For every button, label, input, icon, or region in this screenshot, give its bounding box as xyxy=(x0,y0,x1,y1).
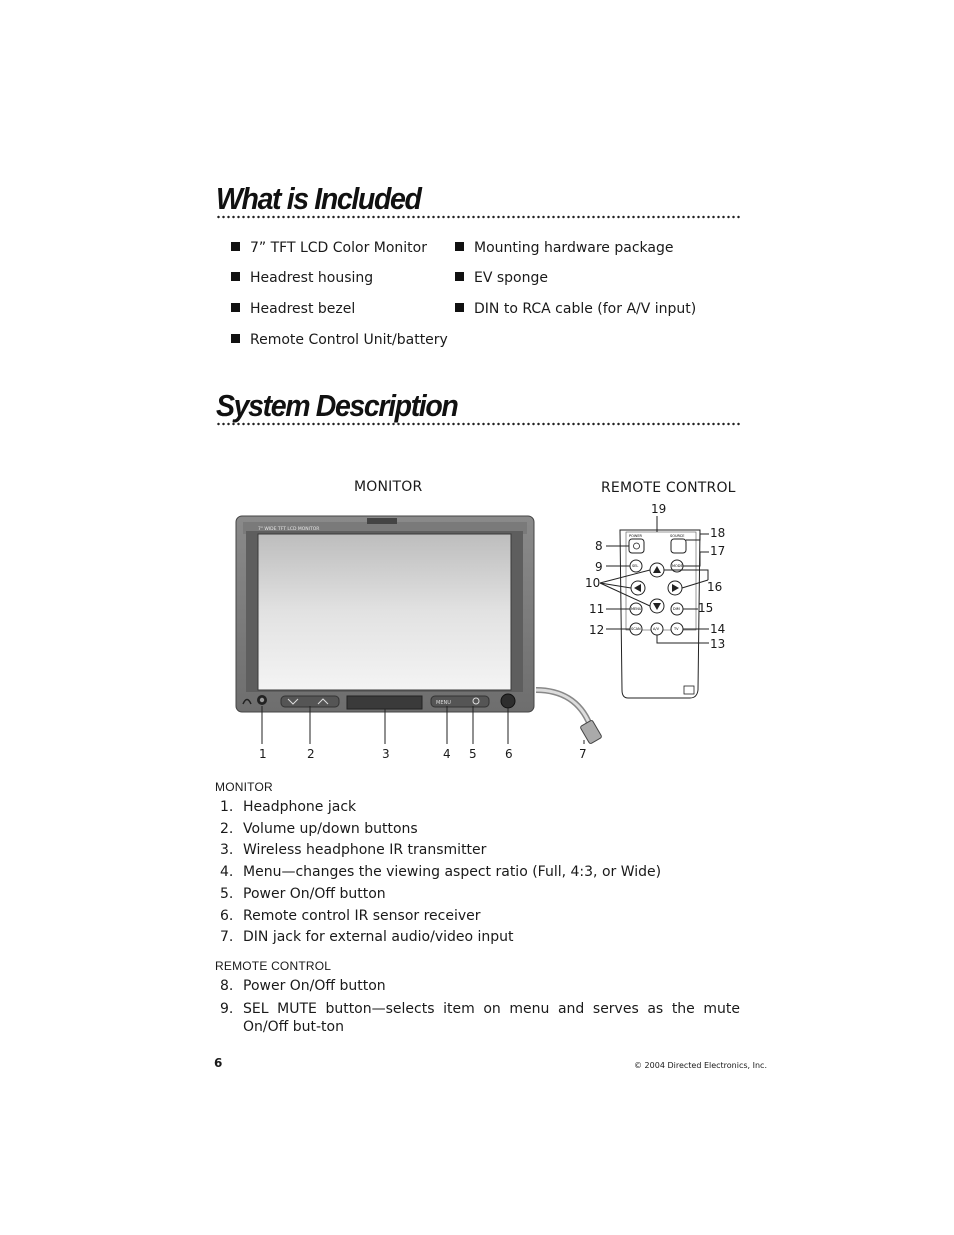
included-item: 7” TFT LCD Color Monitor xyxy=(231,239,427,257)
list-item: 4.Menu—changes the viewing aspect ratio … xyxy=(220,864,662,881)
included-item: Mounting hardware package xyxy=(455,239,673,257)
remote-key-text: SOURCE xyxy=(670,534,684,538)
list-item: 1.Headphone jack xyxy=(220,799,357,815)
list-item: 5.Power On/Off button xyxy=(220,885,386,902)
callout-12: 12 xyxy=(589,623,605,637)
remote-key-text: MODE xyxy=(672,564,683,568)
callout-13: 13 xyxy=(710,637,726,651)
monitor-label: MONITOR xyxy=(354,479,423,495)
callout-15: 15 xyxy=(698,601,714,615)
callout-16: 16 xyxy=(707,580,723,594)
callout-1: 1 xyxy=(259,747,267,761)
remote-key-text: POWER xyxy=(629,534,643,538)
bullet-square-icon xyxy=(231,272,240,281)
callout-3: 3 xyxy=(382,747,390,761)
callout-7: 7 xyxy=(579,747,587,761)
list-item: 6.Remote control IR sensor receiver xyxy=(220,907,481,924)
section-title-included: What is Included xyxy=(216,181,422,216)
list-item: 2.Volume up/down buttons xyxy=(220,820,418,837)
remote-key-text: MENU xyxy=(631,607,642,611)
included-item: Headrest housing xyxy=(231,269,373,287)
remote-key-text: DIM xyxy=(673,607,680,611)
included-item: Headrest bezel xyxy=(231,300,355,318)
list-item: 3.Wireless headphone IR transmitter xyxy=(220,842,487,859)
included-item: DIN to RCA cable (for A/V input) xyxy=(455,300,696,318)
callout-6: 6 xyxy=(505,747,513,761)
callout-5: 5 xyxy=(469,747,477,761)
monitor-list-heading: MONITOR xyxy=(215,780,273,794)
bullet-square-icon xyxy=(231,334,240,343)
remote-feature-list: 8.Power On/Off button 9.SEL MUTE button—… xyxy=(216,976,740,1036)
dotted-rule xyxy=(216,422,740,426)
remote-illustration: POWER SOURCE SEL MODE MENU DIM SCAN A/V … xyxy=(619,529,701,699)
bullet-square-icon xyxy=(231,242,240,251)
monitor-leader-lines xyxy=(261,706,585,744)
remote-key-text: SCAN xyxy=(631,627,641,631)
callout-2: 2 xyxy=(307,747,315,761)
bullet-square-icon xyxy=(455,303,464,312)
callout-18: 18 xyxy=(710,526,726,540)
monitor-feature-list: 1.Headphone jack 2.Volume up/down button… xyxy=(216,797,661,949)
callout-8: 8 xyxy=(595,539,603,553)
bullet-square-icon xyxy=(231,303,240,312)
remote-label: REMOTE CONTROL xyxy=(601,480,736,496)
bullet-square-icon xyxy=(455,242,464,251)
callout-4: 4 xyxy=(443,747,451,761)
included-item: EV sponge xyxy=(455,269,548,287)
included-item: Remote Control Unit/battery xyxy=(231,331,448,349)
callout-11: 11 xyxy=(589,602,605,616)
list-item: 7.DIN jack for external audio/video inpu… xyxy=(220,929,514,946)
menu-key-text: MENU xyxy=(436,700,451,706)
copyright: © 2004 Directed Electronics, Inc. xyxy=(634,1061,767,1070)
remote-key-text: SEL xyxy=(632,564,638,568)
callout-9: 9 xyxy=(595,560,603,574)
remote-key-text: A/V xyxy=(653,627,660,631)
remote-key-text: TV xyxy=(673,627,679,631)
dotted-rule xyxy=(216,215,740,219)
callout-10: 10 xyxy=(585,576,601,590)
remote-list-heading: REMOTE CONTROL xyxy=(215,959,332,973)
section-title-system: System Description xyxy=(216,388,459,423)
remote-leader-lines xyxy=(599,516,709,644)
callout-19: 19 xyxy=(651,502,667,516)
list-item: 9.SEL MUTE button—selects item on menu a… xyxy=(220,1000,740,1035)
list-item: 8.Power On/Off button xyxy=(220,978,386,994)
bullet-square-icon xyxy=(455,272,464,281)
callout-17: 17 xyxy=(710,544,726,558)
callout-14: 14 xyxy=(710,622,726,636)
monitor-illustration: 7" WIDE TFT LCD MONITOR MENU xyxy=(235,515,602,744)
page-number: 6 xyxy=(214,1056,223,1070)
monitor-brand-text: 7" WIDE TFT LCD MONITOR xyxy=(258,526,319,532)
